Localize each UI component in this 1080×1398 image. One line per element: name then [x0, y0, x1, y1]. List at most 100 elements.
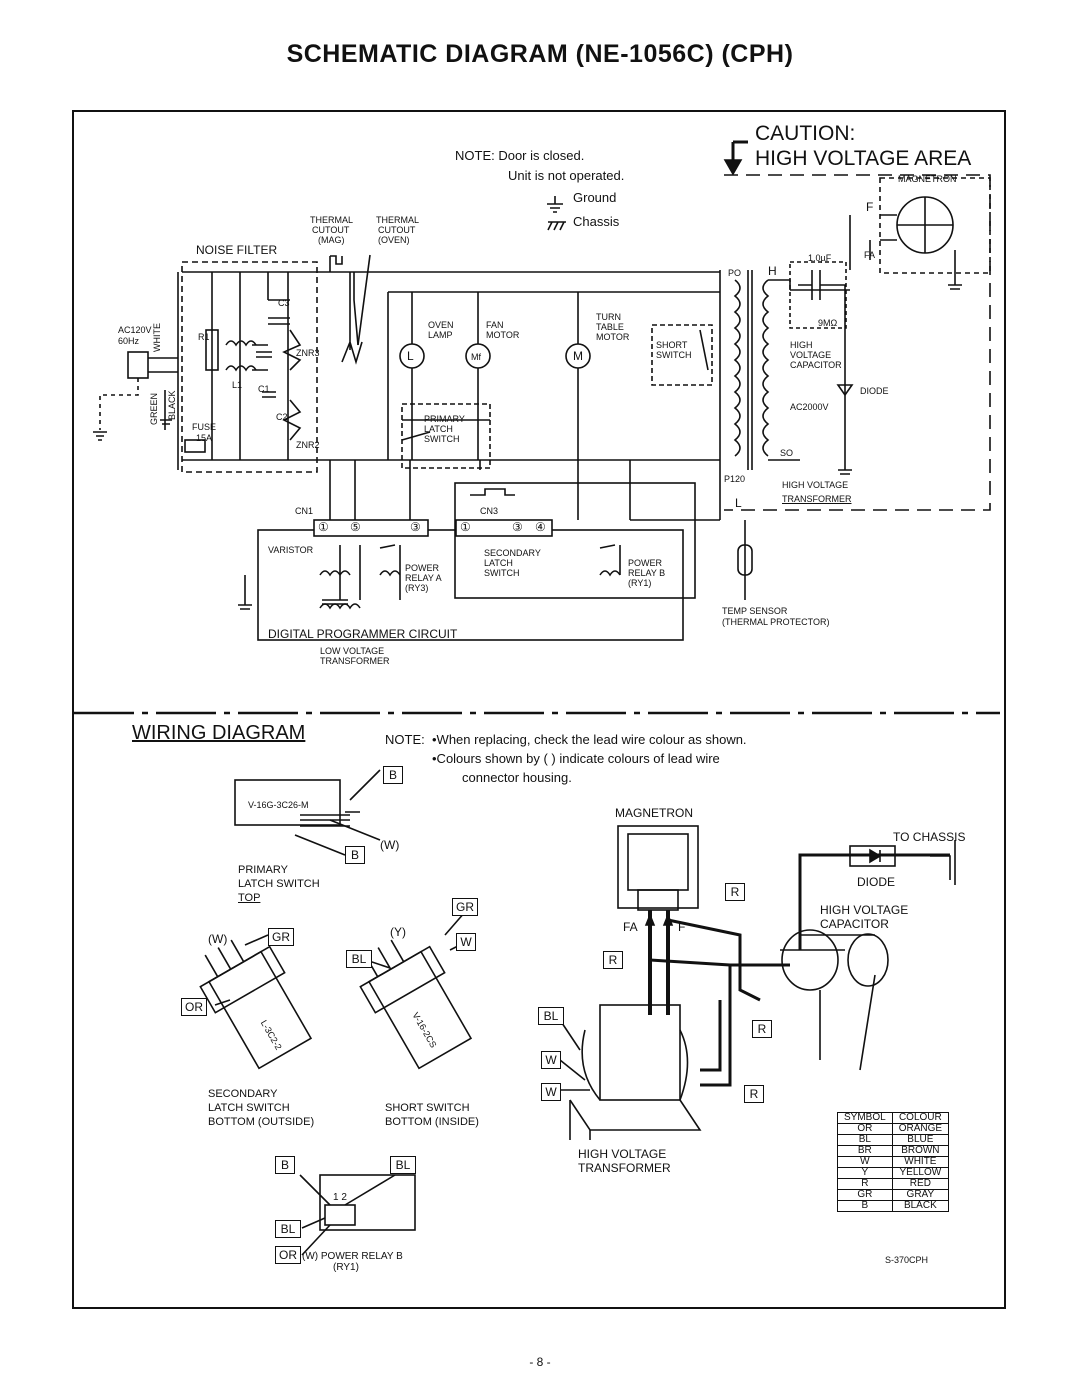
resistance-value: 9MΩ [818, 318, 838, 328]
wiring-note-line-2: •Colours shown by ( ) indicate colours o… [432, 751, 720, 766]
thermal-cutout-mag-line3: (MAG) [318, 235, 345, 245]
page-number: - 8 - [529, 1355, 551, 1369]
power-relay-a-2: RELAY A [405, 573, 442, 583]
cn3-pin-3: ③ [512, 520, 523, 534]
primary-switch-caption-3: TOP [238, 892, 261, 904]
short-switch-label-1: SHORT [656, 340, 688, 350]
legend-colour: YELLOW [891, 1167, 950, 1179]
cn1-label: CN1 [295, 506, 314, 516]
digital-programmer-label: DIGITAL PROGRAMMER CIRCUIT [268, 627, 458, 641]
hv-capacitor-label-2: VOLTAGE [790, 350, 832, 360]
diagram-frame [72, 110, 1006, 1309]
secondary-switch-caption-3: BOTTOM (OUTSIDE) [208, 1116, 315, 1128]
secondary-switch-w: (W) [208, 932, 228, 946]
tag-red: R [752, 1020, 772, 1038]
fan-motor-symbol: Mf [471, 352, 481, 362]
varistor-label: VARISTOR [268, 545, 314, 555]
wiring-hv-transformer-2: TRANSFORMER [578, 1161, 671, 1175]
relay-caption-1: (W) POWER RELAY B [302, 1251, 403, 1262]
wiring-note-line-3: connector housing. [462, 770, 572, 785]
short-switch-caption-1: SHORT SWITCH [385, 1102, 470, 1114]
relay-pin-numbers: 1 2 [333, 1192, 347, 1203]
power-relay-a-1: POWER [405, 563, 440, 573]
primary-switch-w: (W) [380, 838, 400, 852]
legend-symbol: R [837, 1178, 893, 1190]
tag-black: B [275, 1156, 295, 1174]
wiring-hv-capacitor-2: CAPACITOR [820, 917, 889, 931]
wiring-note-line-1: •When replacing, check the lead wire col… [432, 732, 747, 747]
tag-orange: OR [181, 998, 207, 1016]
legend-header-row: SYMBOL COLOUR [837, 1112, 950, 1124]
tag-blue: BL [346, 950, 372, 968]
tag-red: R [603, 951, 623, 969]
fuse-rating: 15A [196, 433, 213, 443]
relay-caption-2: (RY1) [333, 1262, 359, 1273]
thermal-cutout-mag-line1: THERMAL [310, 215, 354, 225]
wiring-hv-transformer-1: HIGH VOLTAGE [578, 1147, 667, 1161]
legend-symbol: Y [837, 1167, 893, 1179]
ac-source-frequency: 60Hz [118, 336, 140, 346]
tag-red: R [725, 883, 745, 901]
wiring-note-label: NOTE: [385, 732, 425, 747]
primary-latch-label-3: SWITCH [424, 434, 460, 444]
chassis-legend: Chassis [573, 214, 620, 229]
wiring-hv-capacitor-1: HIGH VOLTAGE [820, 903, 909, 917]
wiring-diagram-title: WIRING DIAGRAM [132, 722, 306, 744]
fan-motor-label-2: MOTOR [486, 330, 520, 340]
hv-transformer-label-2: TRANSFORMER [782, 494, 852, 504]
legend-header-symbol: SYMBOL [837, 1112, 893, 1124]
legend-colour: BROWN [891, 1145, 950, 1157]
tag-red: R [744, 1085, 764, 1103]
note-unit-not-operated: Unit is not operated. [508, 168, 625, 183]
primary-latch-label-1: PRIMARY [424, 414, 465, 424]
magnetron-terminal-fa: FA [864, 250, 876, 260]
thermal-cutout-mag-line2: CUTOUT [312, 225, 350, 235]
secondary-latch-label-3: SWITCH [484, 568, 520, 578]
power-relay-b-2: RELAY B [628, 568, 666, 578]
ac2000v-label: AC2000V [790, 402, 829, 412]
cn1-pin-3: ③ [410, 520, 421, 534]
cn3-pin-4: ④ [535, 520, 546, 534]
capacitance-value: 1.0µF [808, 253, 832, 263]
ground-legend: Ground [573, 190, 617, 205]
terminal-po: PO [728, 268, 742, 278]
secondary-switch-caption-1: SECONDARY [208, 1088, 278, 1100]
terminal-so: SO [780, 448, 794, 458]
hv-capacitor-label-1: HIGH [790, 340, 813, 350]
tag-white: W [541, 1083, 561, 1101]
hv-capacitor-label-3: CAPACITOR [790, 360, 842, 370]
secondary-switch-caption-2: LATCH SWITCH [208, 1102, 290, 1114]
wiring-terminal-f: F [678, 920, 686, 934]
ac-source-voltage: AC120V [118, 325, 152, 335]
oven-lamp-label-1: OVEN [428, 320, 454, 330]
legend-colour: GRAY [891, 1189, 950, 1201]
r1-label: R1 [198, 332, 210, 342]
legend-colour: WHITE [891, 1156, 950, 1168]
power-relay-b-1: POWER [628, 558, 663, 568]
fan-motor-label-1: FAN [486, 320, 504, 330]
wire-green-label: GREEN [149, 392, 159, 425]
wiring-diode-label: DIODE [857, 875, 896, 889]
tag-orange: OR [275, 1246, 301, 1264]
znr2-label: ZNR2 [296, 440, 320, 450]
power-relay-a-3: (RY3) [405, 583, 429, 593]
primary-switch-caption-1: PRIMARY [238, 864, 288, 876]
hv-transformer-label-1: HIGH VOLTAGE [782, 480, 849, 490]
c2-label: C2 [276, 412, 288, 422]
thermal-cutout-oven-line2: CUTOUT [378, 225, 416, 235]
legend-symbol: W [837, 1156, 893, 1168]
znr3-label: ZNR3 [296, 348, 320, 358]
legend-symbol: B [837, 1200, 893, 1212]
cn1-pin-5: ⑤ [350, 520, 361, 534]
secondary-latch-label-1: SECONDARY [484, 548, 541, 558]
low-voltage-transformer-2: TRANSFORMER [320, 656, 390, 666]
legend-colour: RED [891, 1178, 950, 1190]
tag-blue: BL [538, 1007, 564, 1025]
noise-filter-label: NOISE FILTER [196, 243, 278, 257]
cn1-pin-1: ① [318, 520, 329, 534]
